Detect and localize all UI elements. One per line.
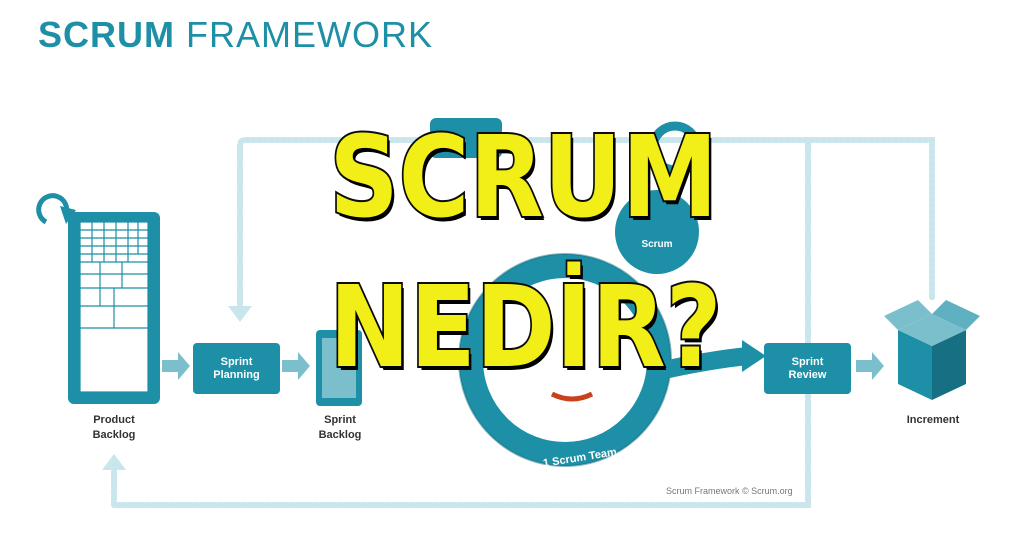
- flow-to-review: [653, 347, 749, 381]
- arrow-to-increment: [856, 352, 884, 380]
- increment-label: Increment: [906, 414, 960, 426]
- sprint-planning-box: [193, 343, 280, 394]
- top-feedback-loop: [237, 137, 935, 313]
- page-title: SCRUM FRAMEWORK: [38, 14, 433, 56]
- sprint-backlog-label: Sprint Backlog: [318, 414, 362, 441]
- bottom-feedback-loop: [111, 137, 811, 508]
- sprint-review-label: Sprint Review: [788, 356, 827, 381]
- cycle-top-box: [430, 118, 502, 158]
- refresh-icon: [36, 193, 70, 225]
- refresh-arrowhead: [60, 206, 76, 224]
- feedback-loops: [111, 137, 935, 508]
- arrow-to-planning: [162, 352, 190, 380]
- backlog-grid: [79, 221, 149, 393]
- sprint-cycle: [430, 118, 766, 467]
- work-arc: [550, 391, 594, 402]
- product-backlog-label: Product Backlog: [92, 414, 136, 441]
- top-loop-arrowhead: [228, 306, 252, 322]
- increment-icon: [884, 300, 980, 400]
- arrow-to-sprint-backlog: [282, 352, 310, 380]
- daily-scrum-label: Scrum: [641, 239, 673, 250]
- credit-text: Scrum Framework © Scrum.org: [666, 486, 793, 496]
- sprint-planning-label: Sprint Planning: [213, 356, 260, 381]
- page-title-light: FRAMEWORK: [186, 14, 434, 55]
- review-arrowhead: [742, 340, 766, 372]
- page-title-bold: SCRUM: [38, 14, 175, 55]
- flow-arrows: [162, 352, 884, 380]
- bottom-loop-arrowhead: [102, 454, 126, 470]
- overlay-headline-line2: NEDİR?: [328, 263, 724, 393]
- sprint-review-box: [764, 343, 851, 394]
- overlay-headline-line1: SCRUM: [328, 113, 720, 243]
- daily-scrum-circle: [615, 190, 699, 274]
